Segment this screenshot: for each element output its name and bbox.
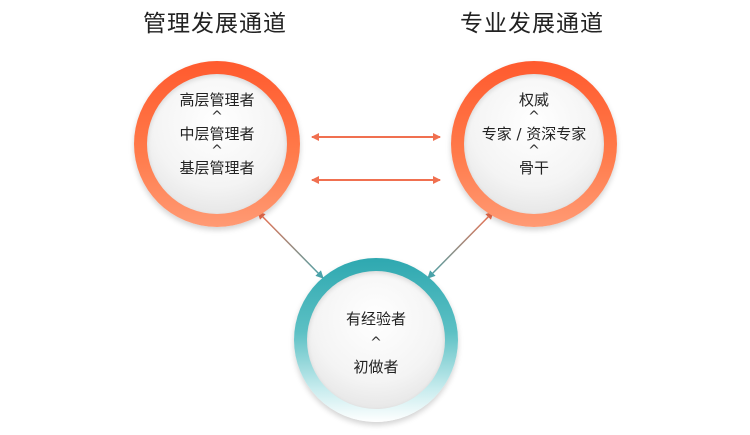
entry-track-circle-inner — [307, 271, 445, 409]
caret-up-icon: ^ — [528, 143, 540, 159]
professional-track-levels: 权威 ^ 专家 / 资深专家 ^ 骨干 — [451, 90, 617, 178]
caret-up-icon: ^ — [528, 109, 540, 125]
management-track-heading: 管理发展通道 — [143, 11, 287, 37]
entry-level-beginner: 初做者 — [353, 358, 399, 376]
professional-track-circle-inner — [464, 74, 604, 214]
caret-up-icon: ^ — [211, 109, 223, 125]
management-level-middle: 中层管理者 — [179, 125, 255, 143]
management-track-circle: 高层管理者 ^ 中层管理者 ^ 基层管理者 — [134, 61, 300, 227]
management-level-junior: 基层管理者 — [179, 159, 255, 177]
management-track-circle-inner — [147, 74, 287, 214]
professional-track-circle: 权威 ^ 专家 / 资深专家 ^ 骨干 — [451, 61, 617, 227]
caret-up-icon: ^ — [370, 335, 382, 351]
arrow-prof-entry — [427, 211, 494, 279]
entry-level-experienced: 有经验者 — [345, 310, 406, 328]
management-level-senior: 高层管理者 — [179, 91, 255, 109]
professional-level-backbone: 骨干 — [518, 159, 549, 177]
caret-up-icon: ^ — [211, 143, 223, 159]
entry-track-levels: 有经验者 ^ 初做者 — [294, 309, 458, 377]
professional-level-authority: 权威 — [518, 91, 549, 109]
arrow-mgmt-entry — [257, 211, 324, 279]
professional-level-expert: 专家 / 资深专家 — [481, 125, 587, 143]
management-track-levels: 高层管理者 ^ 中层管理者 ^ 基层管理者 — [134, 90, 300, 178]
professional-track-heading: 专业发展通道 — [460, 11, 604, 37]
entry-track-circle: 有经验者 ^ 初做者 — [294, 258, 458, 422]
